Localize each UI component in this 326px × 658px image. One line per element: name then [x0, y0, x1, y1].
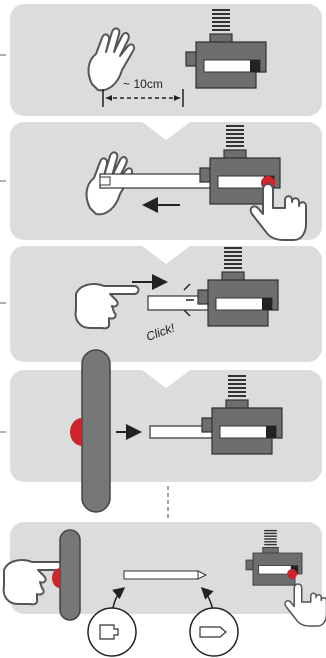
distance-arrow [102, 89, 184, 107]
step-1-panel: ~ 10cm [0, 4, 322, 116]
release-button [287, 569, 297, 579]
step-4-panel [0, 349, 322, 513]
hinge-bar [59, 529, 81, 621]
distance-label: ~ 10cm [123, 77, 163, 91]
detail-circle-left [87, 607, 137, 657]
red-knob [52, 568, 60, 588]
step-5-panel [2, 522, 326, 627]
click-burst [183, 283, 194, 317]
red-knob [70, 418, 82, 446]
plunger [123, 570, 208, 580]
hinge-bar [81, 349, 111, 513]
step-3-panel: Click! [0, 246, 322, 362]
detail-circle-right [189, 607, 239, 657]
plunger [99, 173, 213, 189]
step-2-panel [0, 122, 322, 241]
